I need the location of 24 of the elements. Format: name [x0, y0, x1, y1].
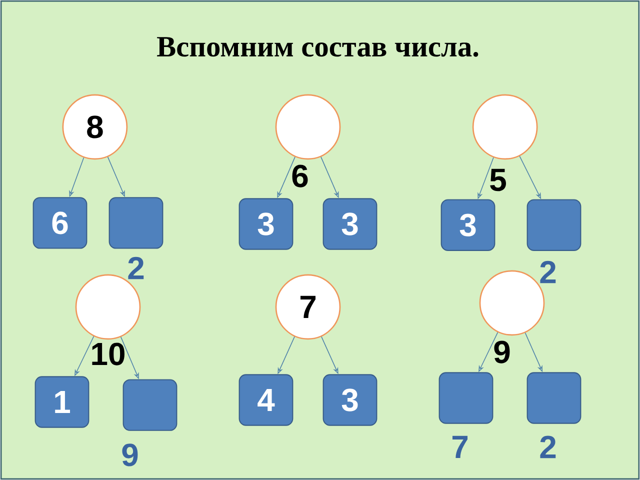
number-box: 6	[32, 197, 88, 249]
number-box: 3	[238, 198, 294, 250]
number: 7	[452, 436, 468, 458]
number-box: 3	[322, 198, 378, 250]
title: Вспомним состав числа.	[157, 37, 478, 57]
number: 2	[540, 436, 556, 458]
number-box	[438, 372, 494, 424]
number-circle	[275, 94, 341, 160]
number-box: 4	[238, 374, 294, 426]
number-box: 3	[440, 199, 496, 251]
number: 10	[92, 342, 124, 366]
number-box: 1	[34, 376, 90, 428]
number: 2	[128, 256, 144, 280]
number: 6	[292, 164, 308, 188]
number-box	[122, 379, 178, 431]
number-circle	[472, 94, 538, 160]
number: 9	[122, 444, 138, 466]
number: 5	[490, 168, 506, 192]
number: 9	[494, 340, 510, 364]
number-box	[526, 199, 582, 251]
number-box	[108, 197, 164, 249]
number-box	[526, 372, 582, 424]
number-box: 3	[322, 374, 378, 426]
number: 2	[540, 260, 556, 284]
